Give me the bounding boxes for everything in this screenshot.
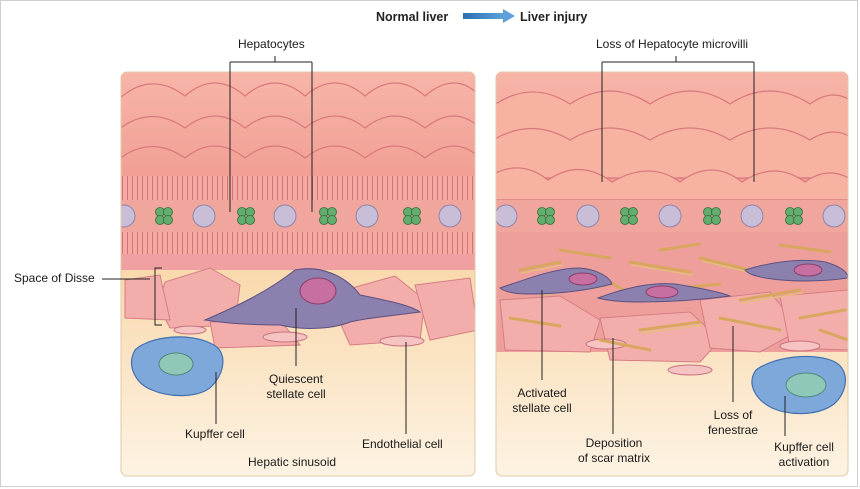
activated-kupffer-cell (752, 356, 845, 413)
header-liver-injury: Liver injury (520, 10, 587, 25)
label-fenestrae-line1: Loss of (700, 408, 766, 423)
label-deposition-scar-matrix: Deposition of scar matrix (568, 436, 660, 466)
normal-liver-panel (113, 72, 480, 476)
label-kupffer-act-line1: Kupffer cell (764, 440, 844, 455)
label-hepatic-sinusoid: Hepatic sinusoid (248, 455, 336, 470)
label-activated-line2: stellate cell (502, 401, 582, 416)
label-endothelial-cell: Endothelial cell (362, 437, 443, 452)
label-hepatocytes: Hepatocytes (238, 37, 305, 52)
label-quiescent-stellate-cell: Quiescent stellate cell (250, 372, 342, 402)
label-kupffer-act-line2: activation (764, 455, 844, 470)
label-loss-of-fenestrae: Loss of fenestrae (700, 408, 766, 438)
smooth-hepatocytes (490, 91, 855, 200)
label-deposition-line2: of scar matrix (568, 451, 660, 466)
label-activated-stellate-cell: Activated stellate cell (502, 386, 582, 416)
header-arrow (463, 9, 515, 23)
label-fenestrae-line2: fenestrae (700, 423, 766, 438)
label-loss-of-microvilli: Loss of Hepatocyte microvilli (596, 37, 748, 52)
kupffer-cell (132, 337, 223, 396)
label-deposition-line1: Deposition (568, 436, 660, 451)
header-normal-liver: Normal liver (376, 10, 448, 25)
hepatocyte-microvilli-lower (121, 232, 475, 254)
hepatocyte-microvilli (121, 176, 475, 200)
label-kupffer-cell-activation: Kupffer cell activation (764, 440, 844, 470)
label-quiescent-line2: stellate cell (250, 387, 342, 402)
label-activated-line1: Activated (502, 386, 582, 401)
label-kupffer-cell: Kupffer cell (185, 427, 245, 442)
label-space-of-disse: Space of Disse (14, 271, 95, 286)
label-quiescent-line1: Quiescent (250, 372, 342, 387)
